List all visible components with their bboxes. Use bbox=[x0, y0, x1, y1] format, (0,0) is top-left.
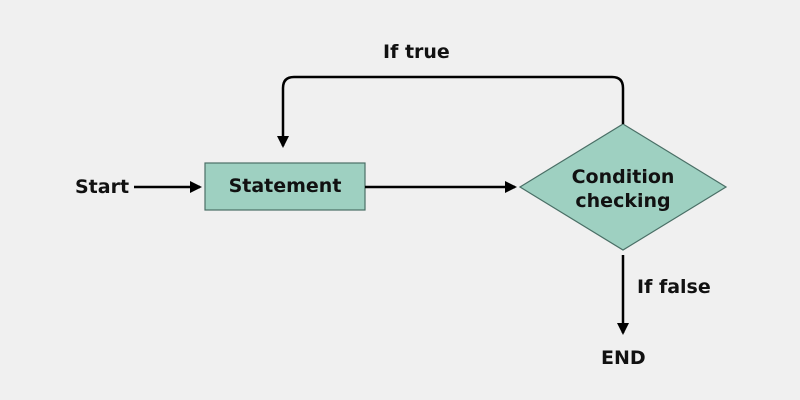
if-true-label: If true bbox=[383, 41, 450, 63]
if-false-label: If false bbox=[637, 276, 711, 298]
if-true-loop-arrow bbox=[277, 75, 625, 148]
start-label: Start bbox=[75, 176, 130, 198]
condition-label-line2: checking bbox=[575, 190, 671, 212]
condition-diamond bbox=[518, 123, 728, 251]
end-label: END bbox=[601, 347, 646, 369]
statement-label: Statement bbox=[228, 175, 342, 197]
condition-label-line1: Condition bbox=[571, 166, 675, 188]
